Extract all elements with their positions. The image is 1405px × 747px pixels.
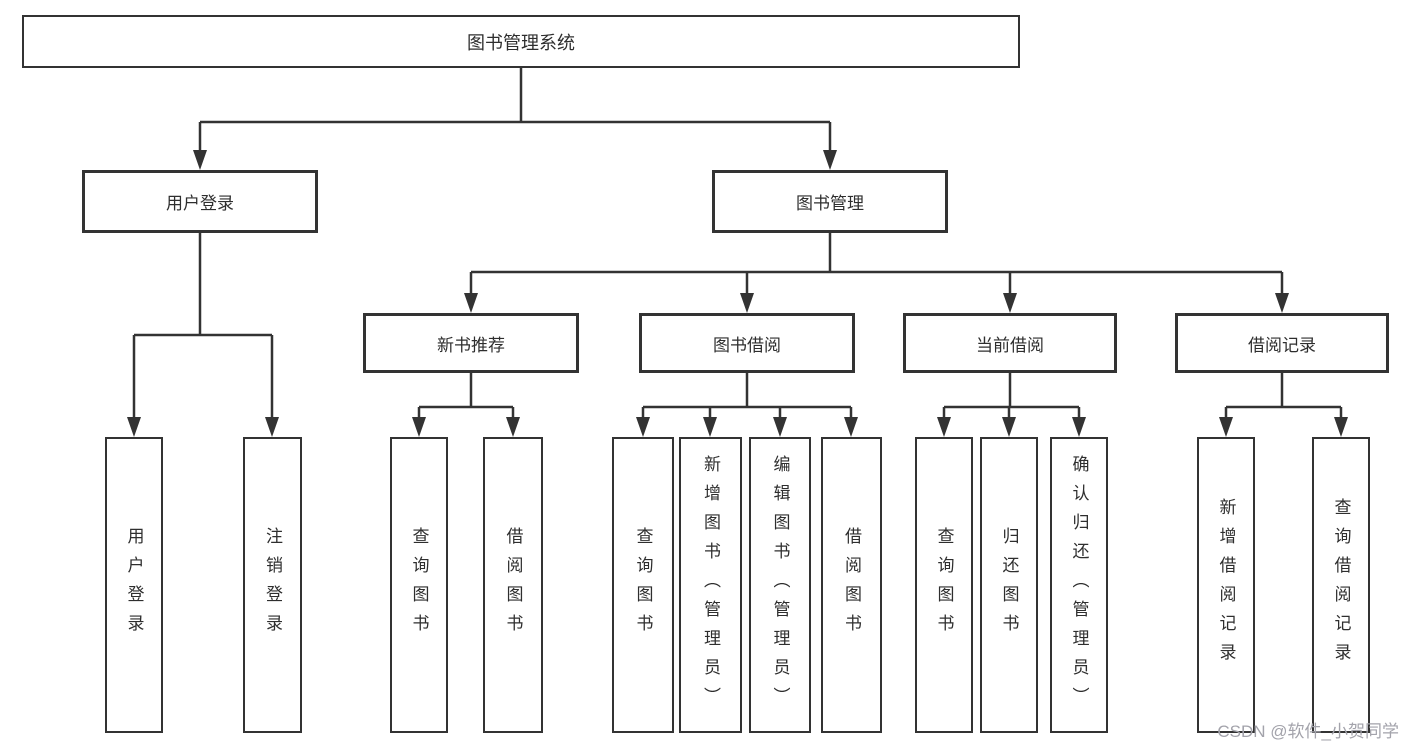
arrowhead-icon — [412, 417, 426, 437]
arrowhead-icon — [127, 417, 141, 437]
leaf-add-books-admin: 新增图书（管理员） — [679, 437, 742, 733]
arrowhead-icon — [1219, 417, 1233, 437]
leaf-query-books-current: 查询图书 — [915, 437, 973, 733]
leaf-edit-books-admin: 编辑图书（管理员） — [749, 437, 811, 733]
arrowhead-icon — [937, 417, 951, 437]
arrowhead-icon — [773, 417, 787, 437]
node-book-borrow: 图书借阅 — [639, 313, 855, 373]
arrowhead-icon — [1072, 417, 1086, 437]
leaf-borrow-books: 借阅图书 — [821, 437, 882, 733]
leaf-query-borrow-record: 查询借阅记录 — [1312, 437, 1370, 733]
arrowhead-icon — [506, 417, 520, 437]
leaf-confirm-return-admin: 确认归还（管理员） — [1050, 437, 1108, 733]
node-borrow-records: 借阅记录 — [1175, 313, 1389, 373]
connector-line — [469, 233, 1284, 295]
connector-borrow-records-branch — [1219, 373, 1348, 437]
node-book-management: 图书管理 — [712, 170, 948, 233]
connector-book-borrow-branch — [636, 373, 858, 437]
connector-line — [132, 233, 274, 419]
node-new-book-recommend: 新书推荐 — [363, 313, 579, 373]
arrowhead-icon — [703, 417, 717, 437]
arrowhead-icon — [464, 293, 478, 313]
leaf-query-books-borrow: 查询图书 — [612, 437, 674, 733]
arrowhead-icon — [1275, 293, 1289, 313]
connector-line — [198, 68, 832, 152]
connector-line — [942, 373, 1081, 419]
leaf-user-login: 用户登录 — [105, 437, 163, 733]
node-current-borrow: 当前借阅 — [903, 313, 1117, 373]
leaf-query-books-recommend: 查询图书 — [390, 437, 448, 733]
connector-book-management-branch — [464, 233, 1289, 313]
arrowhead-icon — [844, 417, 858, 437]
connector-new-book-branch — [412, 373, 520, 437]
leaf-add-borrow-record: 新增借阅记录 — [1197, 437, 1255, 733]
connector-user-login-branch — [127, 233, 279, 437]
arrowhead-icon — [740, 293, 754, 313]
arrowhead-icon — [193, 150, 207, 170]
arrowhead-icon — [636, 417, 650, 437]
leaf-logout: 注销登录 — [243, 437, 302, 733]
connector-current-borrow-branch — [937, 373, 1086, 437]
connector-root-to-level2 — [193, 68, 837, 170]
connector-line — [1224, 373, 1343, 419]
node-library-management-system: 图书管理系统 — [22, 15, 1020, 68]
arrowhead-icon — [1334, 417, 1348, 437]
arrowhead-icon — [265, 417, 279, 437]
connector-line — [641, 373, 853, 419]
node-user-login: 用户登录 — [82, 170, 318, 233]
arrowhead-icon — [1002, 417, 1016, 437]
arrowhead-icon — [823, 150, 837, 170]
connector-line — [417, 373, 515, 419]
leaf-borrow-books-recommend: 借阅图书 — [483, 437, 543, 733]
leaf-return-books: 归还图书 — [980, 437, 1038, 733]
watermark: CSDN @软件_小贺同学 — [1217, 722, 1399, 741]
arrowhead-icon — [1003, 293, 1017, 313]
